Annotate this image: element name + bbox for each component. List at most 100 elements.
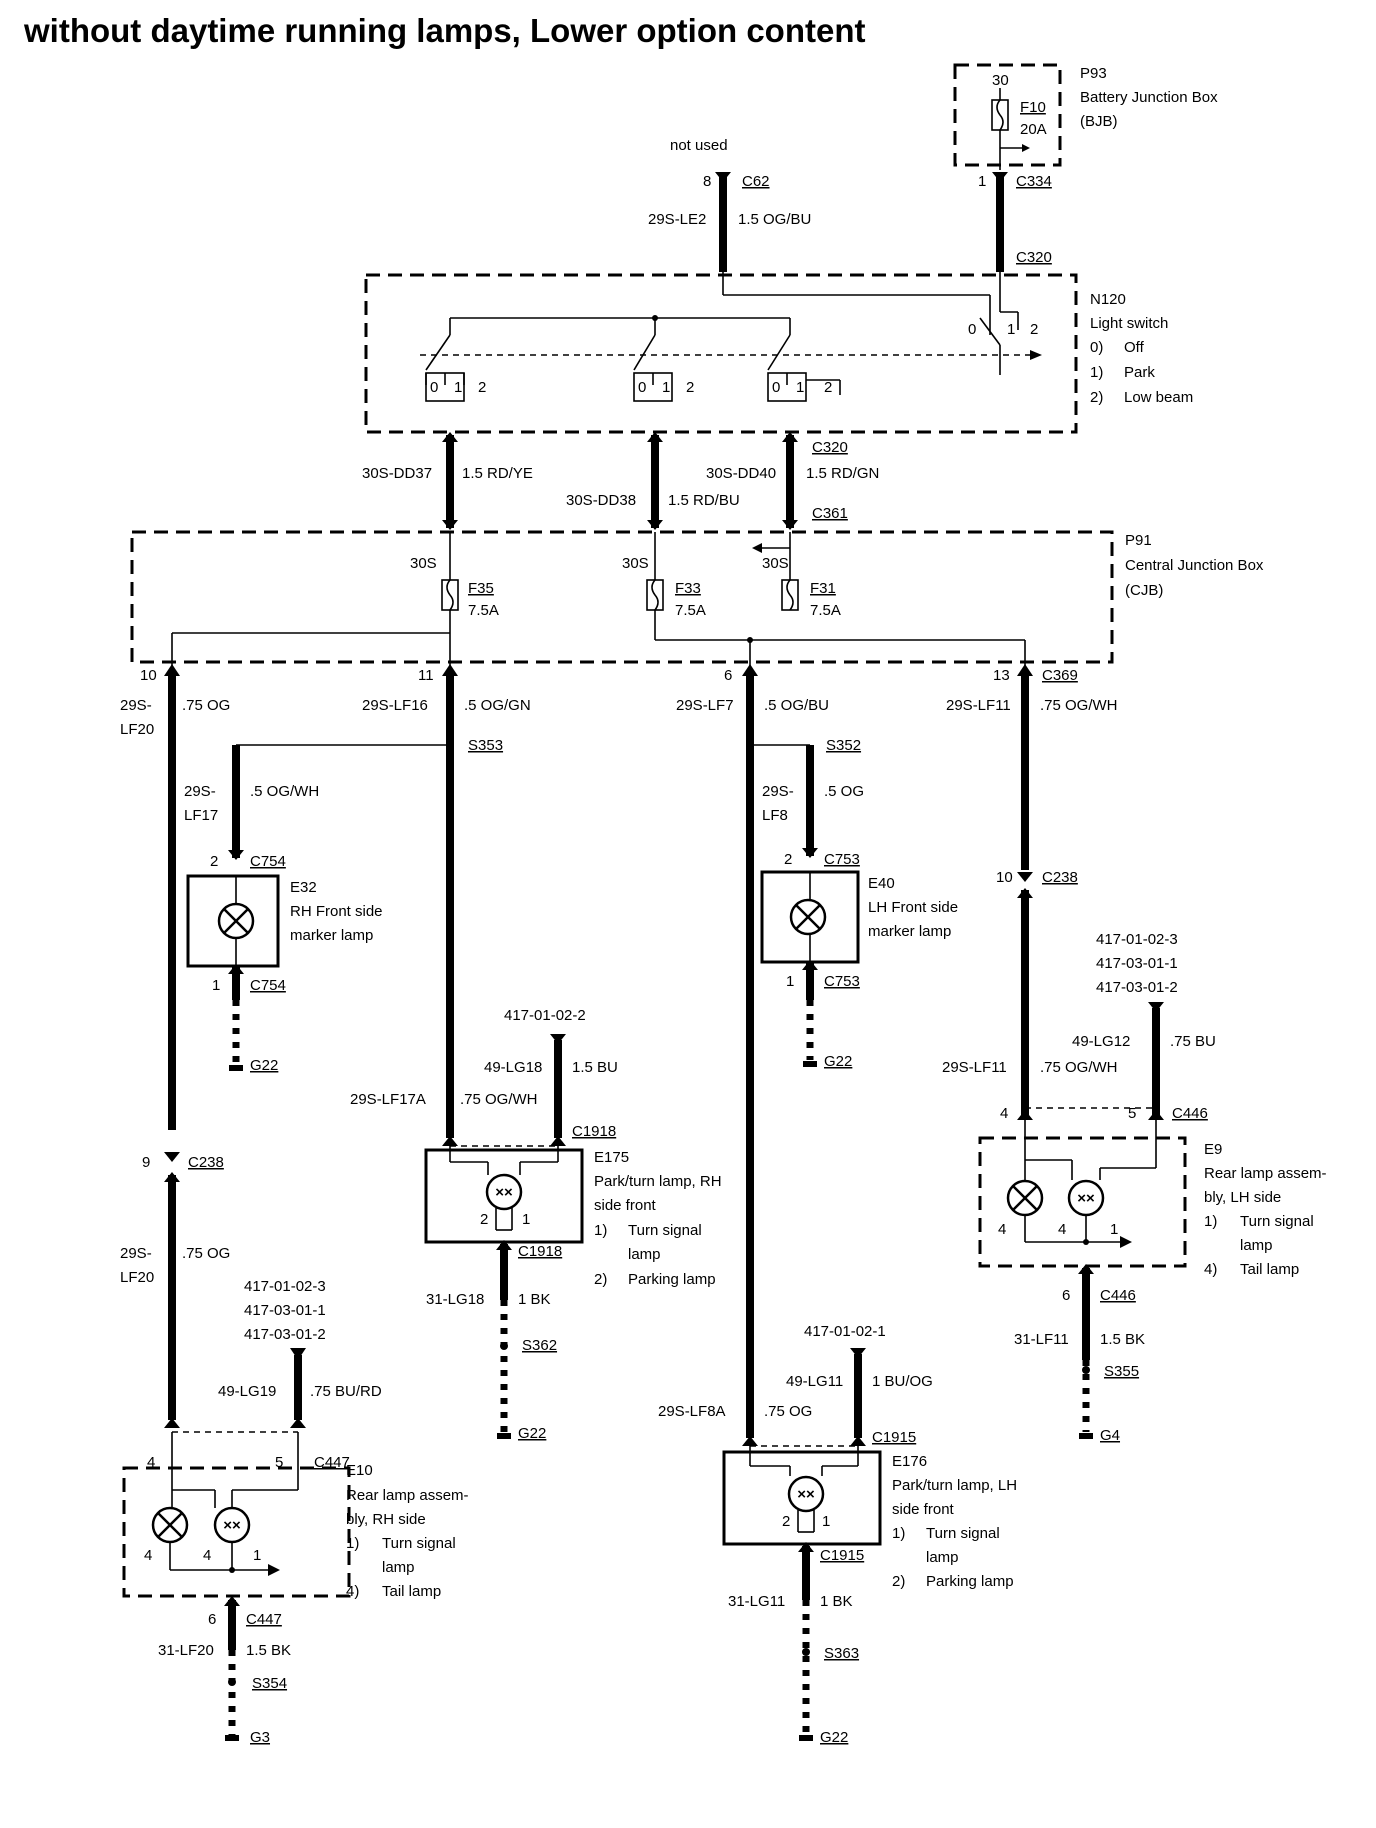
e9-id: E9 xyxy=(1204,1141,1222,1158)
connector-c238-right: C238 xyxy=(1042,869,1078,886)
e10-pin5: 5 xyxy=(275,1454,283,1471)
e176-name1: Park/turn lamp, LH xyxy=(892,1477,1017,1494)
e176-ref: 417-01-02-1 xyxy=(804,1323,886,1340)
wire-dd40: 1.5 RD/GN xyxy=(806,465,879,482)
circuit-dd40: 30S-DD40 xyxy=(706,465,776,482)
p93-abbrev: (BJB) xyxy=(1080,113,1118,130)
e9-ip4b: 4 xyxy=(1058,1221,1066,1238)
e176-o2: 2) xyxy=(892,1573,905,1590)
e9-o1t: Turn signal xyxy=(1240,1213,1314,1230)
connector-c320-mid: C320 xyxy=(812,439,848,456)
fuse-f10-rating: 20A xyxy=(1020,121,1047,138)
n120-opt2: 2) xyxy=(1090,389,1103,406)
e9-o4: 4) xyxy=(1204,1261,1217,1278)
circuit-dd38: 30S-DD38 xyxy=(566,492,636,509)
wire-lf20-gnd: 1.5 BK xyxy=(246,1642,291,1659)
e175-o2t: Parking lamp xyxy=(628,1271,716,1288)
sw1-pos2: 2 xyxy=(478,379,486,396)
circuit-lf17-b: LF17 xyxy=(184,807,218,824)
circuit-lf16: 29S-LF16 xyxy=(362,697,428,714)
circuit-lg18-gnd: 31-LG18 xyxy=(426,1291,484,1308)
e176-o1: 1) xyxy=(892,1525,905,1542)
connector-c447: C447 xyxy=(314,1454,350,1471)
ground-g22-e175: G22 xyxy=(518,1425,546,1442)
connector-c361: C361 xyxy=(812,505,848,522)
rear-lamp-lh-e9: 4 4 1 xyxy=(978,1120,1187,1268)
c62-note: not used xyxy=(670,137,728,154)
main-sw-pos2: 2 xyxy=(1030,321,1038,338)
circuit-lg12: 49-LG12 xyxy=(1072,1033,1130,1050)
e175-ref: 417-01-02-2 xyxy=(504,1007,586,1024)
connector-c753-top: C753 xyxy=(824,851,860,868)
wire-lf11-lower: .75 OG/WH xyxy=(1040,1059,1118,1076)
wire-dd37: 1.5 RD/YE xyxy=(462,465,533,482)
sw2-pos2: 2 xyxy=(686,379,694,396)
circuit-lf11-lower: 29S-LF11 xyxy=(942,1059,1007,1076)
e9-o1: 1) xyxy=(1204,1213,1217,1230)
circuit-29s-le2: 29S-LE2 xyxy=(648,211,706,228)
wire-lg18: 1.5 BU xyxy=(572,1059,618,1076)
pin-11: 11 xyxy=(418,667,434,684)
diagram-title: without daytime running lamps, Lower opt… xyxy=(23,12,865,49)
splice-s363: S363 xyxy=(824,1645,859,1662)
circuit-lg18: 49-LG18 xyxy=(484,1059,542,1076)
e175-name1: Park/turn lamp, RH xyxy=(594,1173,722,1190)
light-switch-n120: 0 1 2 0 1 2 0 1 2 0 1 2 N120 Light switc… xyxy=(364,272,1193,434)
n120-opt0-text: Off xyxy=(1124,339,1145,356)
circuit-lf8-a: 29S- xyxy=(762,783,794,800)
circuit-lg19: 49-LG19 xyxy=(218,1383,276,1400)
connector-c320-top: C320 xyxy=(1016,249,1052,266)
splice-s362: S362 xyxy=(522,1337,557,1354)
wire-lf20-lower: .75 OG xyxy=(182,1245,230,1262)
connector-c754-top: C754 xyxy=(250,853,286,870)
circuit-lg11-gnd: 31-LG11 xyxy=(728,1593,785,1610)
connector-c62: C62 xyxy=(742,173,770,190)
e32-id: E32 xyxy=(290,879,317,896)
e175-o2: 2) xyxy=(594,1271,607,1288)
sw2-pos1: 1 xyxy=(662,379,670,396)
e176-o1t2: lamp xyxy=(926,1549,959,1566)
circuit-lg11: 49-LG11 xyxy=(786,1373,843,1390)
e175-name2: side front xyxy=(594,1197,657,1214)
e10-name2: bly, RH side xyxy=(346,1511,426,1528)
circuit-lf20-c: 29S- xyxy=(120,1245,152,1262)
e176-pin2: 2 xyxy=(782,1513,790,1530)
e9-o4t: Tail lamp xyxy=(1240,1261,1299,1278)
c334-pin: 1 xyxy=(978,173,986,190)
e10-pin4: 4 xyxy=(147,1454,155,1471)
n120-opt1: 1) xyxy=(1090,364,1103,381)
connector-c1915-bottom: C1915 xyxy=(820,1547,864,1564)
e32-name2: marker lamp xyxy=(290,927,373,944)
wire-lg11-gnd: 1 BK xyxy=(820,1593,853,1610)
circuit-lf17a: 29S-LF17A xyxy=(350,1091,426,1108)
connector-c369: C369 xyxy=(1042,667,1078,684)
wire-lg11: 1 BU/OG xyxy=(872,1373,933,1390)
fuse-f33: F33 xyxy=(675,580,701,597)
circuit-lf20-d: LF20 xyxy=(120,1269,154,1286)
e40-id: E40 xyxy=(868,875,895,892)
e10-pin6: 6 xyxy=(208,1611,216,1628)
e175-o1t: Turn signal xyxy=(628,1222,702,1239)
connector-c447-lower: C447 xyxy=(246,1611,282,1628)
f33-30s: 30S xyxy=(622,555,649,572)
wire-lf8: .5 OG xyxy=(824,783,864,800)
circuit-lf11: 29S-LF11 xyxy=(946,697,1011,714)
sw3-pos1: 1 xyxy=(796,379,804,396)
sw3-pos2: 2 xyxy=(824,379,832,396)
wire-lf8a: .75 OG xyxy=(764,1403,812,1420)
e175-id: E175 xyxy=(594,1149,629,1166)
f35-30s: 30S xyxy=(410,555,437,572)
connector-c446-top: C446 xyxy=(1172,1105,1208,1122)
wire-lf16: .5 OG/GN xyxy=(464,697,531,714)
e10-o4t: Tail lamp xyxy=(382,1583,441,1600)
main-sw-pos0: 0 xyxy=(968,321,976,338)
e40-pin1: 1 xyxy=(786,973,794,990)
e9-ref1: 417-01-02-3 xyxy=(1096,931,1178,948)
e176-id: E176 xyxy=(892,1453,927,1470)
fuse-f31: F31 xyxy=(810,580,836,597)
e175-pin2: 2 xyxy=(480,1211,488,1228)
e40-name1: LH Front side xyxy=(868,899,958,916)
e9-ip4a: 4 xyxy=(998,1221,1006,1238)
wire-lf17a: .75 OG/WH xyxy=(460,1091,538,1108)
e9-o1t2: lamp xyxy=(1240,1237,1273,1254)
